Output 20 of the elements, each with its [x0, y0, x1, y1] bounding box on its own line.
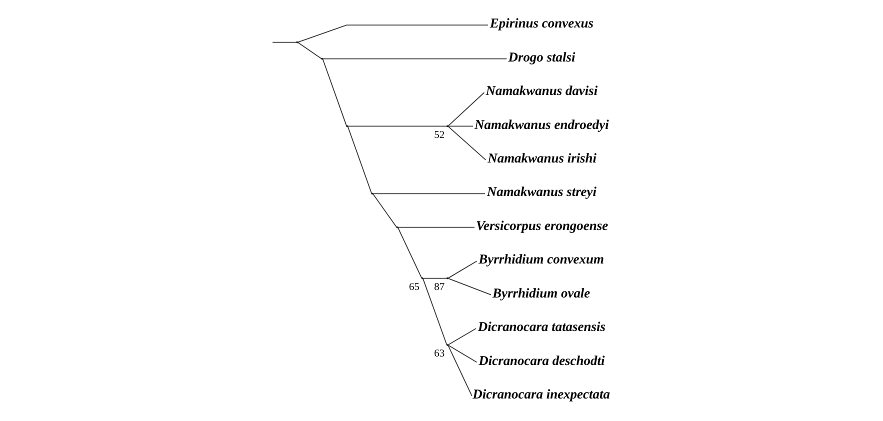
node-text: Versicorpus erongoense: [476, 218, 608, 233]
node-point: [446, 125, 448, 128]
node-text: Namakwanus endroedyi: [474, 116, 608, 132]
node-label: 65: [408, 282, 420, 293]
node-text: Namakwanus davisi: [485, 83, 598, 98]
node-text: Dicranocara tatasensis: [477, 319, 605, 334]
node-text: Epirinus convexus: [489, 16, 594, 31]
node-text: Namakwanus irishi: [487, 150, 596, 166]
node-point: [420, 277, 423, 280]
node-point: [446, 277, 448, 280]
node-label: 52: [434, 130, 444, 141]
node-label: 87: [434, 282, 444, 293]
node-text: Dicranocara inexpectata: [472, 386, 610, 402]
node-text: Drogo stalsi: [508, 49, 575, 64]
node-label: 63: [434, 348, 444, 360]
node-text: Byrrhidium convexum: [478, 252, 604, 267]
node-point: [446, 344, 448, 346]
node-text: Byrrhidium ovale: [492, 285, 590, 300]
node-text: Namakwanus streyi: [486, 184, 596, 200]
node-text: Dicranocara deschodti: [478, 352, 604, 368]
